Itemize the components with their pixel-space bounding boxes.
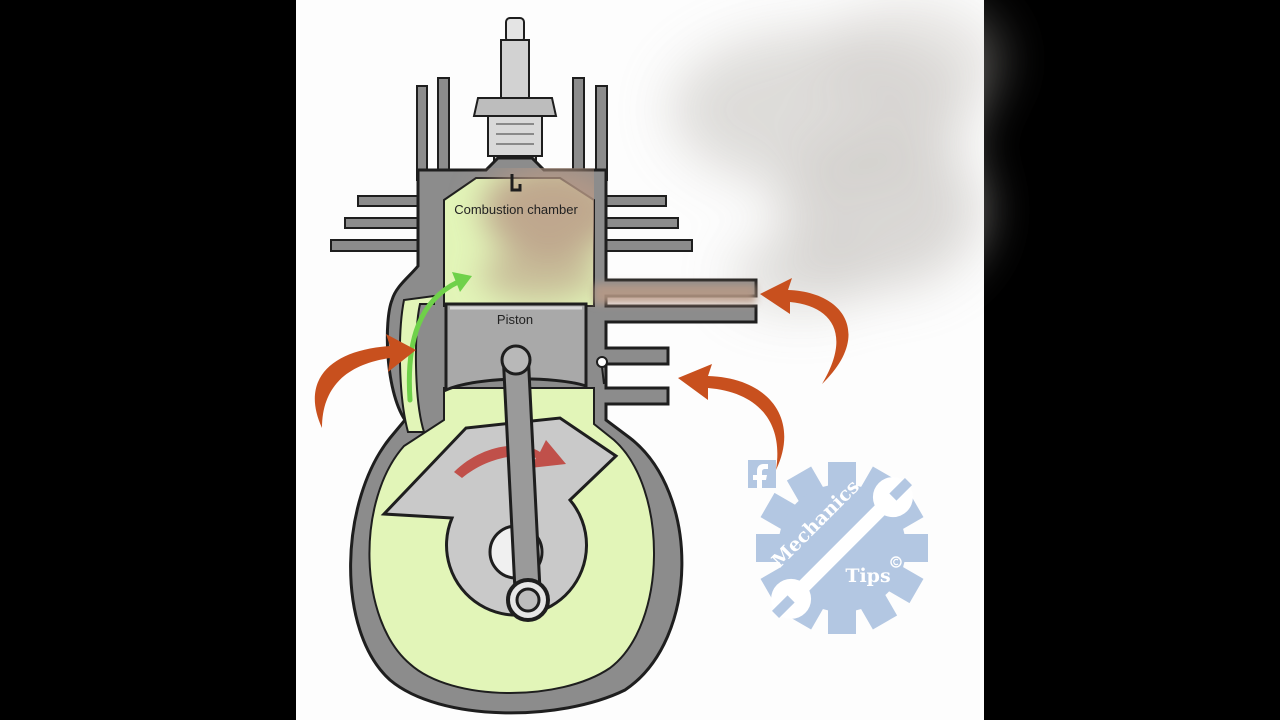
intake-arrow-right xyxy=(678,364,785,470)
piston-label: Piston xyxy=(497,312,533,327)
intake-arrow-left xyxy=(314,334,416,428)
spark-electrode xyxy=(510,174,522,192)
burnt-gas-cloud xyxy=(480,168,594,301)
watermark-brand-bottom: Tips xyxy=(845,565,890,587)
exhaust-arrow-right xyxy=(760,278,849,384)
connecting-rod xyxy=(500,344,550,622)
exhaust-smoke xyxy=(670,0,1000,310)
facebook-icon xyxy=(748,460,776,488)
reed-valve xyxy=(596,356,608,385)
exhaust-gas-flow xyxy=(594,284,756,304)
transfer-flow-arrow xyxy=(406,272,472,403)
watermark: Mechanics Tips xyxy=(748,460,928,634)
combustion-chamber-label: Combustion chamber xyxy=(454,202,578,217)
gear-wrench-icon xyxy=(756,462,928,634)
copyright-icon xyxy=(890,556,902,568)
